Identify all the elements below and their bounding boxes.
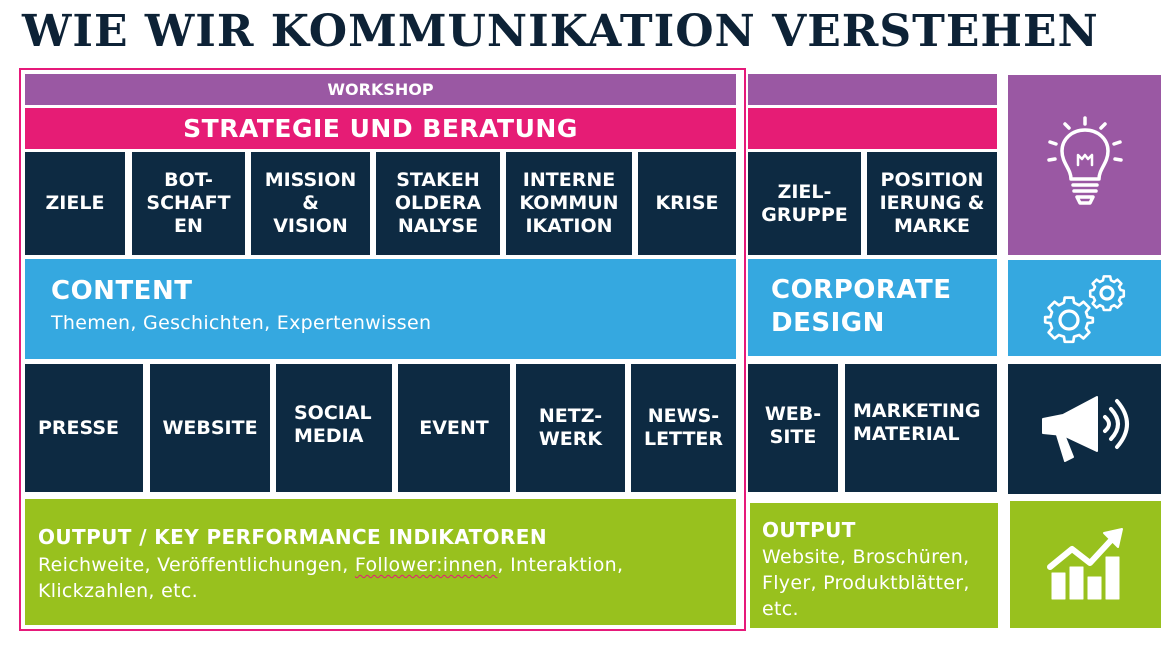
lightbulb-icon <box>1046 116 1123 205</box>
corporate-design-section: CORPORATE DESIGN <box>748 259 997 356</box>
lightbulb-tile <box>1008 75 1161 255</box>
strategy-box-label: STAKEH OLDERA NALYSE <box>394 169 482 237</box>
strategie-bar: STRATEGIE UND BERATUNG <box>25 108 736 149</box>
strategy-box-label: KRISE <box>655 192 719 214</box>
strategy-box-krise: KRISE <box>638 152 736 255</box>
workshop-label: WORKSHOP <box>327 80 434 99</box>
agency-scope-frame <box>19 68 746 631</box>
channel-box-event: EVENT <box>398 364 510 492</box>
strategy-box-label: MISSION & VISION <box>264 169 357 237</box>
strategy-box-zielgruppe: ZIEL- GRUPPE <box>748 152 861 255</box>
strategie-label: STRATEGIE UND BERATUNG <box>183 114 578 143</box>
strategie-bar-right <box>748 108 997 149</box>
content-text: Themen, Geschichten, Expertenwissen <box>51 312 432 334</box>
workshop-bar-right <box>748 74 997 105</box>
output-kpi-text-part2: , Interaktion, Klickzahlen, etc. <box>38 554 624 602</box>
output-text: Website, Broschüren, Flyer, Produktblätt… <box>762 546 970 620</box>
megaphone-tile <box>1008 364 1161 494</box>
output-section: OUTPUT Website, Broschüren, Flyer, Produ… <box>750 503 998 628</box>
output-kpi-text-part1: Reichweite, Veröffentlichungen, <box>38 554 355 576</box>
workshop-bar: WORKSHOP <box>25 74 736 105</box>
output-kpi-heading: OUTPUT / KEY PERFORMANCE INDIKATOREN <box>38 525 547 549</box>
channel-box-website: WEBSITE <box>150 364 270 492</box>
strategy-box-positionierung-marke: POSITION IERUNG & MARKE <box>867 152 997 255</box>
channel-box-newsletter: NEWS- LETTER <box>631 364 736 492</box>
strategy-box-label: BOT- SCHAFT EN <box>146 169 231 237</box>
channel-box-label: EVENT <box>419 416 489 439</box>
channel-box-label: PRESSE <box>38 416 120 439</box>
channel-box-web-site: WEB- SITE <box>748 364 838 492</box>
gears-tile <box>1008 260 1161 356</box>
channel-box-label: WEBSITE <box>162 416 258 439</box>
growth-chart-tile <box>1010 501 1161 628</box>
strategy-box-label: INTERNE KOMMUN IKATION <box>519 169 619 237</box>
channel-box-label: NETZ- WERK <box>538 405 603 450</box>
output-heading: OUTPUT <box>762 518 856 542</box>
channel-box-label: MARKETING MATERIAL <box>853 400 981 445</box>
strategy-box-label: ZIEL- GRUPPE <box>761 180 848 226</box>
corporate-design-heading: CORPORATE DESIGN <box>771 275 952 338</box>
content-heading: CONTENT <box>51 276 193 306</box>
channel-box-social-media: SOCIAL MEDIA <box>276 364 392 492</box>
page-title: WIE WIR KOMMUNIKATION VERSTEHEN <box>22 6 1099 57</box>
channel-box-label: NEWS- LETTER <box>643 405 724 450</box>
channel-box-label: SOCIAL MEDIA <box>294 402 372 447</box>
strategy-box-label: ZIELE <box>45 192 105 214</box>
channel-box-presse: PRESSE <box>25 364 143 492</box>
strategy-box-stakeholderanalyse: STAKEH OLDERA NALYSE <box>376 152 500 255</box>
gears-icon <box>1043 275 1125 344</box>
output-kpi-text: Reichweite, Veröffentlichungen, Follower… <box>38 552 623 604</box>
strategy-box-interne-kommunikation: INTERNE KOMMUN IKATION <box>506 152 632 255</box>
output-kpi-text-highlight: Follower:innen <box>354 554 498 576</box>
strategy-box-botschaften: BOT- SCHAFT EN <box>132 152 245 255</box>
growth-chart-icon <box>1046 527 1123 599</box>
megaphone-icon <box>1041 396 1129 462</box>
strategy-box-mission-vision: MISSION & VISION <box>251 152 370 255</box>
strategy-box-label: POSITION IERUNG & MARKE <box>879 169 985 237</box>
content-section: CONTENT Themen, Geschichten, Expertenwis… <box>25 259 736 359</box>
strategy-box-ziele: ZIELE <box>25 152 125 255</box>
channel-box-label: WEB- SITE <box>764 403 822 448</box>
channel-box-netzwerk: NETZ- WERK <box>516 364 625 492</box>
channel-box-marketing-material: MARKETING MATERIAL <box>845 364 997 492</box>
output-kpi-section: OUTPUT / KEY PERFORMANCE INDIKATOREN Rei… <box>25 499 736 625</box>
